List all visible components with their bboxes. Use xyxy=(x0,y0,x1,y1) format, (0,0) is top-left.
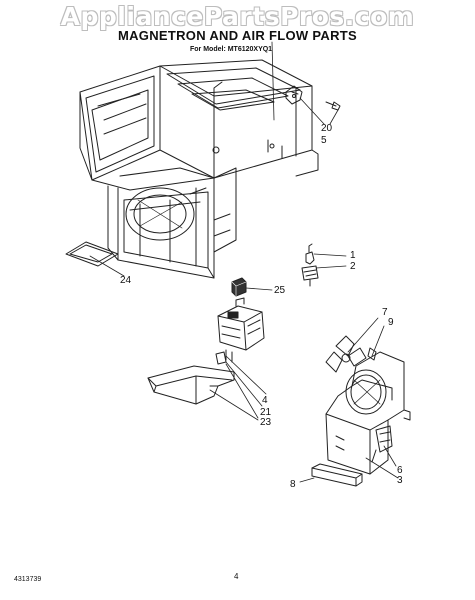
callout-9: 9 xyxy=(388,317,394,328)
callout-25: 25 xyxy=(274,285,286,296)
watermark: AppliancePartsPros.com xyxy=(60,2,415,31)
callout-24: 24 xyxy=(120,275,132,286)
part-23-duct xyxy=(147,365,235,405)
cavity-frame xyxy=(79,59,319,279)
part-5-bracket xyxy=(285,85,303,105)
part-6-motor xyxy=(371,425,393,463)
part-2-thermal-cutout xyxy=(301,265,319,287)
part-7-fan-blade xyxy=(325,335,367,373)
callout-6: 6 xyxy=(397,465,403,476)
callout-7: 7 xyxy=(382,307,388,318)
callout-2: 2 xyxy=(350,261,356,272)
fan-shroud xyxy=(325,351,411,475)
diagram-title: MAGNETRON AND AIR FLOW PARTS xyxy=(117,28,357,43)
part-1-fuse xyxy=(305,243,315,265)
page-number: 4 xyxy=(234,572,239,581)
callout-5: 5 xyxy=(321,135,327,146)
document-number: 4313739 xyxy=(14,576,42,583)
part-4-magnetron xyxy=(215,297,265,365)
callout-8: 8 xyxy=(290,479,296,490)
part-8-baffle xyxy=(311,463,363,487)
callout-21: 21 xyxy=(260,407,272,418)
callout-3: 3 xyxy=(397,475,403,486)
callout-23: 23 xyxy=(260,417,272,428)
part-25-block xyxy=(231,277,247,297)
callout-20: 20 xyxy=(321,123,333,134)
part-24-pad xyxy=(65,241,119,267)
callout-1: 1 xyxy=(350,250,356,261)
part-20-screw xyxy=(325,101,341,111)
callout-4: 4 xyxy=(262,395,268,406)
model-subtitle: For Model: MT6120XYQ1 xyxy=(190,46,273,53)
leader-lines xyxy=(89,41,399,483)
